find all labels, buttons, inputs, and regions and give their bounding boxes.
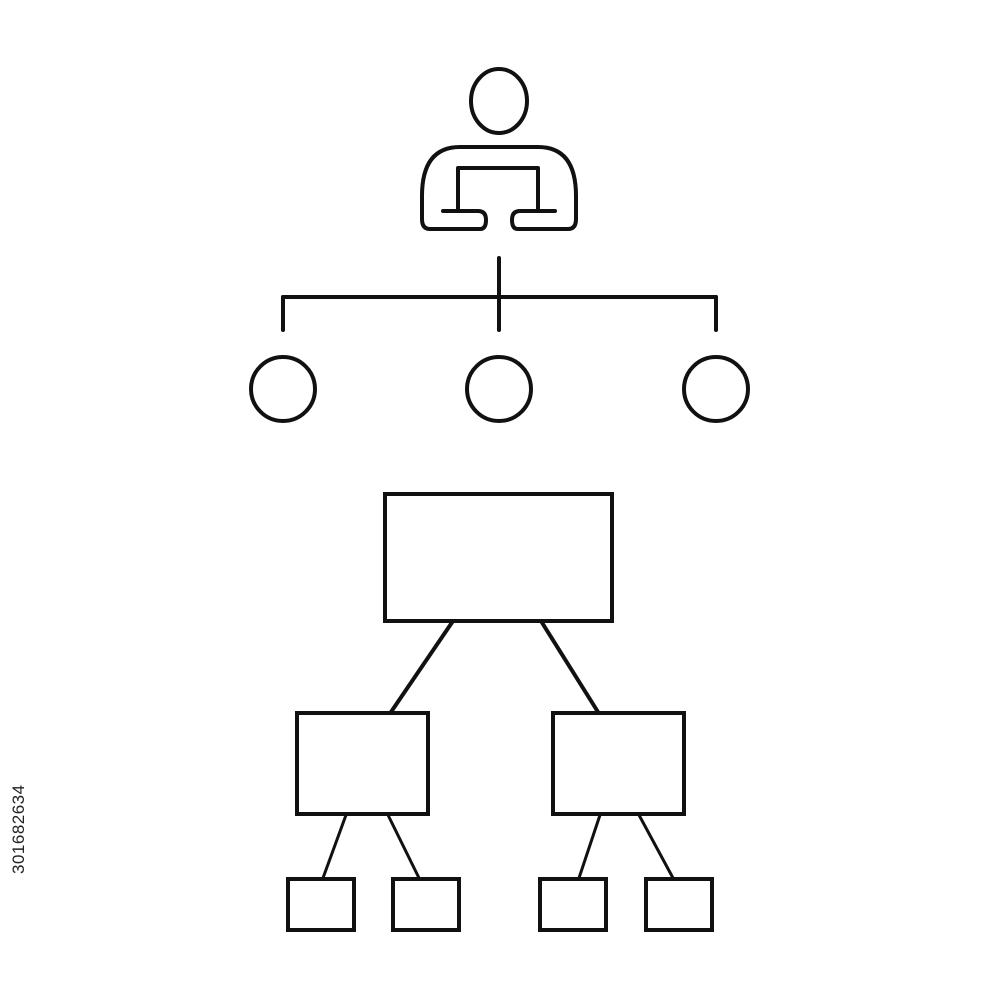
tree-leaf-box-3 xyxy=(538,877,608,932)
person-to-circles-connector xyxy=(281,256,718,332)
circle-node-center xyxy=(465,355,533,423)
person-head xyxy=(469,67,529,135)
tree-child-box-left xyxy=(295,711,430,816)
person-inner-bracket xyxy=(456,166,540,213)
children-to-leaves-connector xyxy=(321,813,675,880)
tree-child-box-right xyxy=(551,711,686,816)
tree-leaf-box-1 xyxy=(286,877,356,932)
circle-node-left xyxy=(249,355,317,423)
tree-leaf-box-4 xyxy=(644,877,714,932)
root-to-children-connector xyxy=(389,619,600,714)
tree-root-box xyxy=(383,492,614,623)
person-icon xyxy=(420,67,578,231)
person-torso-outline xyxy=(420,145,578,231)
circle-node-right xyxy=(682,355,750,423)
tree-leaf-box-2 xyxy=(391,877,461,932)
stock-id-text: 301682634 xyxy=(9,784,28,874)
person-torso-outline-left xyxy=(441,209,488,231)
